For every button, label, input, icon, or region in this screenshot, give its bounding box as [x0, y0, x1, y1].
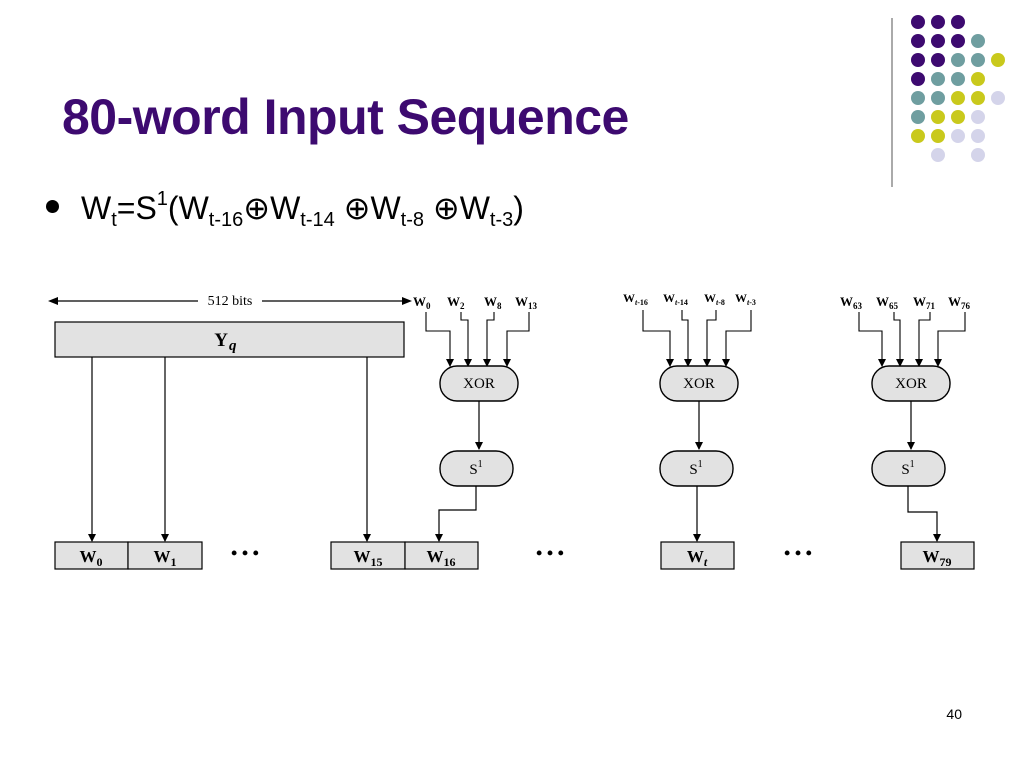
word-cell-w1: [127, 541, 203, 570]
input-wt-16: Wt-16: [623, 291, 648, 307]
decorative-dot: [911, 129, 925, 143]
decorative-dot: [971, 129, 985, 143]
decorative-dot: [931, 53, 945, 67]
word-cell-w16: [404, 541, 479, 570]
decorative-dot: [951, 53, 965, 67]
xor-group-2: Wt-16 Wt-14 Wt-8 Wt-3 XOR S1: [623, 291, 756, 542]
svg-text:Wt: Wt: [687, 547, 708, 569]
output-words: W0 W1 • • • W15 W16 • • • Wt • • • W79: [54, 541, 975, 570]
svg-text:S1: S1: [901, 459, 914, 478]
decorative-dot: [991, 53, 1005, 67]
decorative-dot: [931, 148, 945, 162]
decorative-dot: [931, 72, 945, 86]
decorative-dot: [931, 110, 945, 124]
input-w0: W0: [413, 294, 431, 311]
yq-block: Y q: [54, 321, 405, 358]
input-w65: W65: [876, 294, 899, 311]
word-cell-w0: [54, 541, 129, 570]
decorative-dot: [951, 15, 965, 29]
decorative-dot: [951, 34, 965, 48]
decorative-dot: [931, 34, 945, 48]
decorative-dot: [911, 91, 925, 105]
ellipsis-2: • • •: [536, 543, 564, 563]
message-schedule-diagram: 512 bits Y q W0 W2 W8 W13 XOR S1 Wt-16 W…: [48, 291, 975, 570]
ellipsis-3: • • •: [784, 543, 812, 563]
decorative-dot: [931, 129, 945, 143]
input-w8: W8: [484, 294, 502, 311]
decorative-dot: [911, 53, 925, 67]
decorative-dot: [911, 34, 925, 48]
svg-text:Y: Y: [214, 330, 228, 351]
svg-text:q: q: [229, 338, 237, 354]
ellipsis-1: • • •: [231, 543, 259, 563]
decorative-dot: [951, 91, 965, 105]
decorative-dot: [931, 15, 945, 29]
decorative-dot: [971, 91, 985, 105]
word-cell-wt: [660, 541, 735, 570]
decorative-dot: [971, 110, 985, 124]
decorative-dot: [911, 15, 925, 29]
xor-group-3: W63 W65 W71 W76 XOR S1: [840, 294, 971, 542]
decorative-dot: [951, 129, 965, 143]
svg-text:XOR: XOR: [463, 376, 495, 392]
decorative-dot-grid: [891, 15, 1005, 187]
width-dimension: 512 bits: [48, 294, 412, 309]
decorative-dot: [971, 34, 985, 48]
word-cell-w15: [330, 541, 406, 570]
decorative-dot: [971, 53, 985, 67]
svg-text:XOR: XOR: [895, 376, 927, 392]
decorative-dot: [951, 110, 965, 124]
word-cell-w79: [900, 541, 975, 570]
input-wt-8: Wt-8: [704, 291, 725, 307]
decorative-dot: [911, 110, 925, 124]
decorative-dot: [971, 72, 985, 86]
decorative-dot: [931, 91, 945, 105]
input-w2: W2: [447, 294, 465, 311]
input-w71: W71: [913, 294, 936, 311]
decorative-dot: [971, 148, 985, 162]
svg-text:S1: S1: [689, 459, 702, 478]
input-wt-14: Wt-14: [663, 291, 688, 307]
decorative-dot: [991, 91, 1005, 105]
svg-text:S1: S1: [469, 459, 482, 478]
decorative-dot: [951, 72, 965, 86]
input-w76: W76: [948, 294, 971, 311]
decorative-dot: [911, 72, 925, 86]
input-w63: W63: [840, 294, 863, 311]
input-wt-3: Wt-3: [735, 291, 756, 307]
formula-text: Wt=S1(Wt-16⊕Wt-14 ⊕Wt-8 ⊕Wt-3): [81, 188, 524, 231]
slide-title: 80-word Input Sequence: [62, 89, 629, 145]
input-w13: W13: [515, 294, 538, 311]
width-label: 512 bits: [208, 294, 253, 309]
page-number: 40: [946, 706, 962, 722]
bullet-formula: Wt=S1(Wt-16⊕Wt-14 ⊕Wt-8 ⊕Wt-3): [46, 188, 524, 232]
svg-text:XOR: XOR: [683, 376, 715, 392]
bullet-point-icon: [46, 200, 59, 214]
xor-group-1: W0 W2 W8 W13 XOR S1: [413, 294, 538, 542]
